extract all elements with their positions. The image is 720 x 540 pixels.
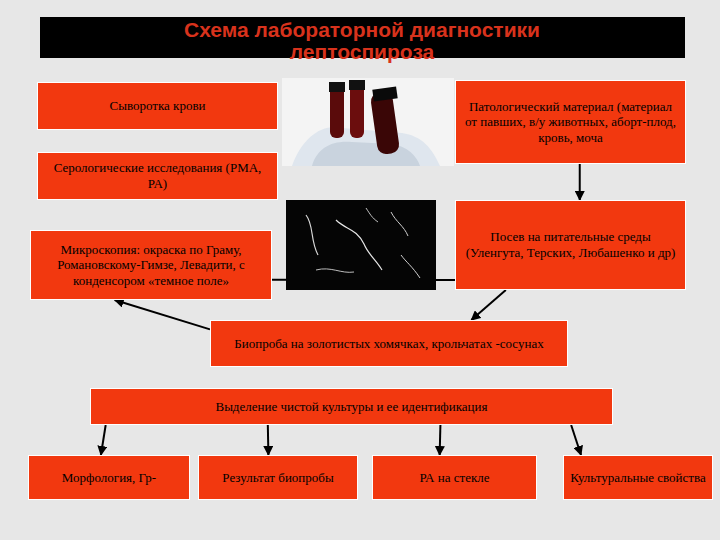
- process-box: Результат биопробы: [198, 455, 358, 500]
- process-box: Сыворотка крови: [37, 82, 278, 130]
- process-box: Культуральные свойства: [563, 455, 713, 500]
- box-text: Микроскопия: окраска по Граму, Романовск…: [37, 242, 265, 289]
- darkfield-microscopy-image: [286, 200, 436, 290]
- arrow-connector: [439, 425, 442, 455]
- arrow-connector: [101, 425, 106, 455]
- process-box: Выделение чистой культуры и ее идентифик…: [90, 388, 613, 425]
- process-box: Патологический материал (материал от пав…: [455, 80, 686, 164]
- box-text: Морфология, Гр-: [62, 470, 156, 486]
- diagram-title: Схема лабораторной диагностики лептоспир…: [142, 19, 582, 63]
- process-box: Посев на питательные среды (Уленгута, Те…: [455, 200, 686, 290]
- process-box: РА на стекле: [372, 455, 537, 500]
- box-text: Биопроба на золотистых хомячках, крольча…: [234, 336, 543, 352]
- process-box: Биопроба на золотистых хомячках, крольча…: [210, 320, 568, 367]
- box-text: Результат биопробы: [222, 470, 333, 486]
- arrow-connector: [115, 300, 210, 329]
- arrow-connector: [471, 290, 505, 320]
- blood-tubes-photo: [282, 78, 454, 166]
- box-text: Выделение чистой культуры и ее идентифик…: [215, 399, 487, 415]
- box-text: Посев на питательные среды (Уленгута, Те…: [462, 229, 679, 260]
- box-text: Сыворотка крови: [109, 98, 205, 114]
- process-box: Микроскопия: окраска по Граму, Романовск…: [30, 230, 272, 300]
- arrow-connector: [267, 425, 270, 455]
- box-text: РА на стекле: [420, 470, 490, 486]
- process-box: Серологические исследования (РМА, РА): [37, 152, 278, 200]
- arrow-connector: [579, 164, 581, 200]
- process-box: Морфология, Гр-: [28, 455, 190, 500]
- box-text: Культуральные свойства: [570, 470, 706, 486]
- arrow-connector: [571, 425, 581, 455]
- box-text: Патологический материал (материал от пав…: [462, 99, 679, 146]
- box-text: Серологические исследования (РМА, РА): [44, 160, 271, 191]
